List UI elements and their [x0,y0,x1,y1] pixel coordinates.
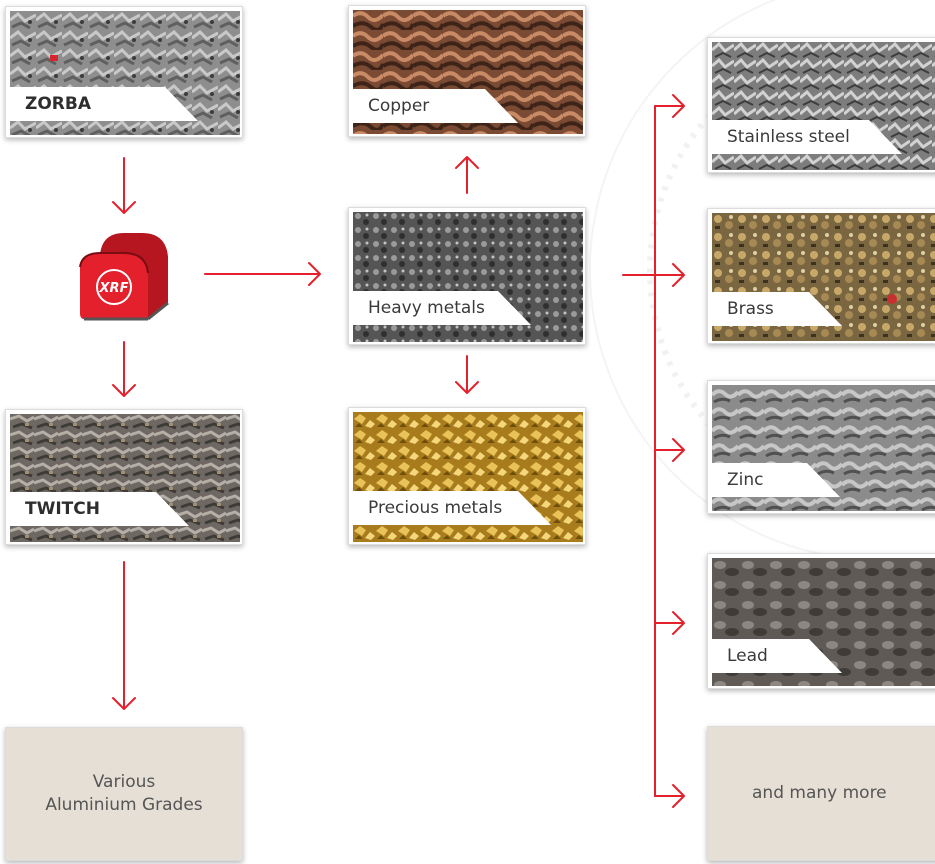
aluminium-line2: Aluminium Grades [45,795,203,815]
precious-metals-label: Precious metals [353,491,551,525]
many-more-tile: and many more [707,726,935,861]
twitch-card: TWITCH [5,409,243,545]
arrow-to-stainless [654,94,685,118]
copper-label: Copper [353,89,518,123]
stainless-card: Stainless steel [707,37,935,173]
aluminium-line1: Various [92,772,156,792]
stainless-label: Stainless steel [712,120,902,154]
arrow-heavy-to-precious [455,355,479,394]
zinc-card: Zinc [707,380,935,514]
xrf-logo-text: XRF [99,281,129,296]
twitch-label: TWITCH [10,492,189,526]
brass-card: Brass [707,208,935,344]
zorba-label: ZORBA [10,87,198,121]
zorba-card: ZORBA [5,6,243,138]
arrow-heavy-to-copper [455,156,479,194]
heavy-metals-card: Heavy metals [348,207,586,345]
lead-card: Lead [707,553,935,689]
arrow-xrf-to-heavy [204,262,321,286]
arrow-to-more [654,784,685,808]
copper-card: Copper [348,5,586,137]
arrow-to-lead [654,611,685,635]
lead-label: Lead [712,639,842,673]
xrf-sorter-icon: XRF [79,233,169,321]
arrow-zorba-to-xrf [112,157,136,214]
arrow-heavy-to-branch [622,263,685,287]
arrow-xrf-to-twitch [112,341,136,397]
zinc-label: Zinc [712,463,840,497]
aluminium-tile: Various Aluminium Grades [5,727,243,861]
arrow-twitch-to-aluminium [112,561,136,710]
brass-label: Brass [712,292,842,326]
heavy-metals-label: Heavy metals [353,291,531,325]
arrow-to-zinc [654,438,685,462]
many-more-label: and many more [752,783,887,803]
precious-metals-card: Precious metals [348,407,586,545]
